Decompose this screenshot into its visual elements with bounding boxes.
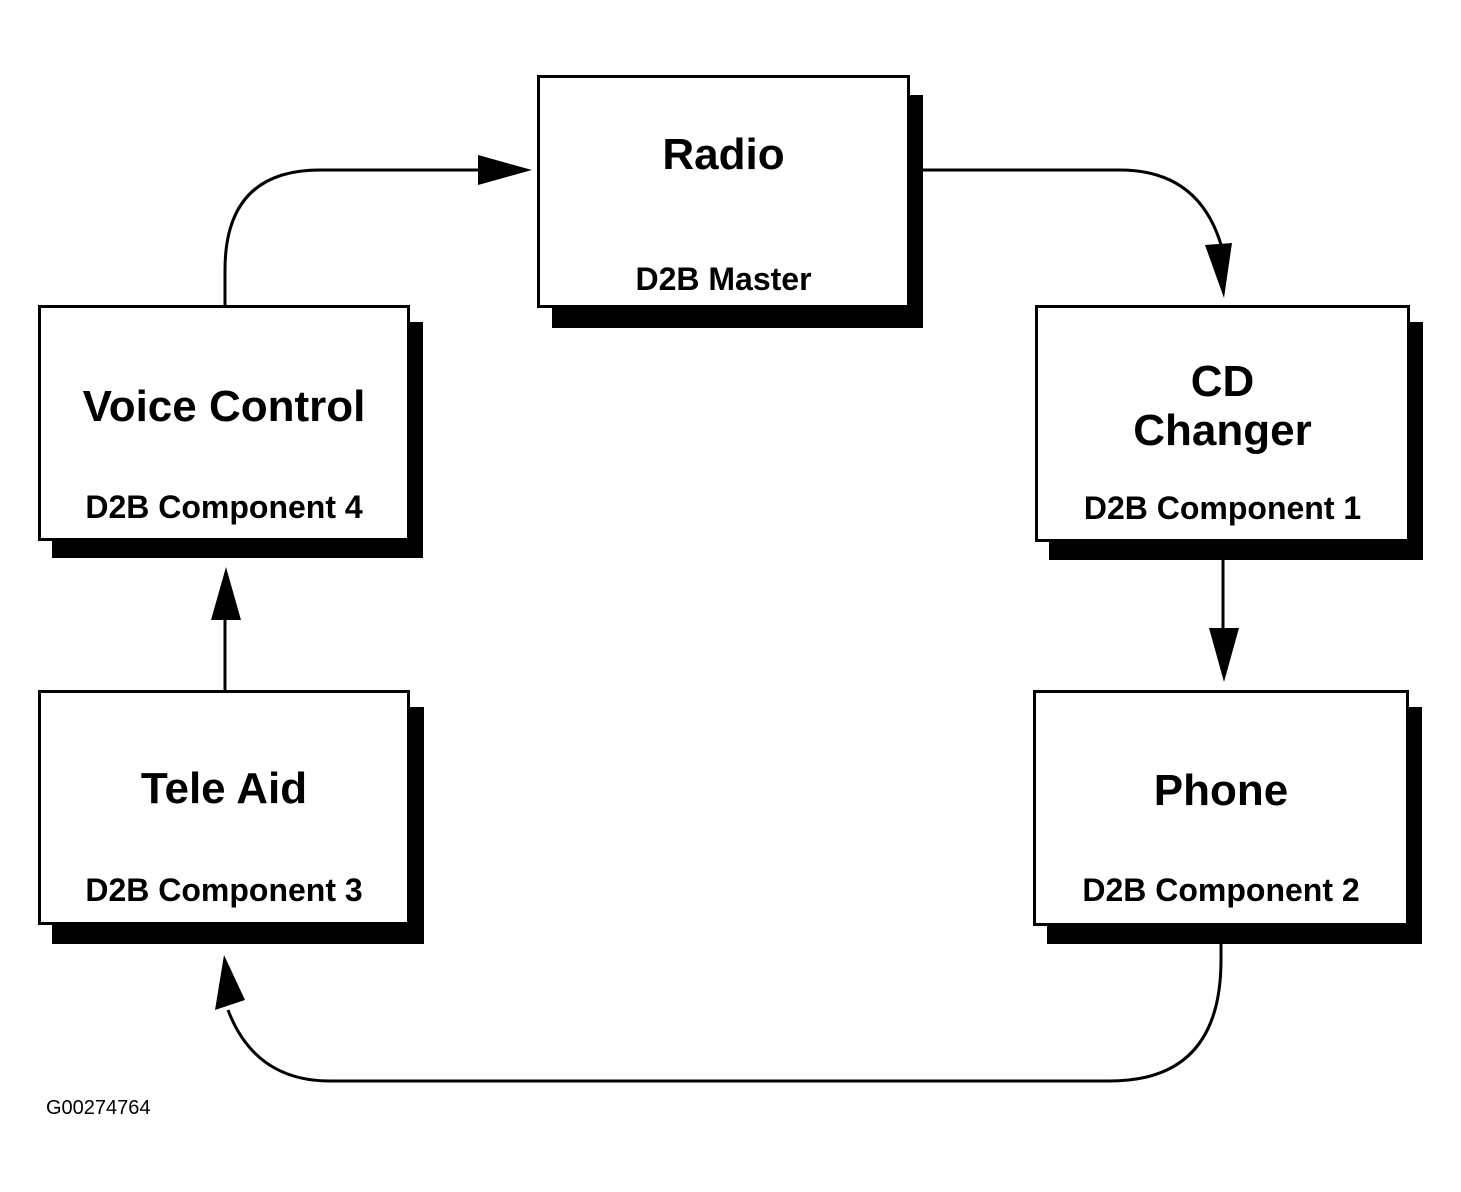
node-box: CD Changer D2B Component 1 <box>1035 305 1410 542</box>
edge-phone-to-tele-aid <box>226 944 1223 1083</box>
node-subtitle: D2B Component 2 <box>1082 872 1360 908</box>
node-title: Voice Control <box>82 382 366 431</box>
node-title: Radio <box>662 130 785 179</box>
edge-radio-to-cd-changer <box>923 168 1224 249</box>
node-title: Tele Aid <box>140 764 308 813</box>
node-title-line-1: CD <box>1190 357 1255 406</box>
arrowhead-tele-aid-to-voice-control <box>211 567 241 620</box>
edge-voice-control-to-radio <box>223 168 480 305</box>
arrowhead-phone-to-tele-aid <box>215 955 245 1010</box>
arrowhead-radio-to-cd-changer <box>1205 243 1232 298</box>
node-subtitle: D2B Component 4 <box>85 489 363 525</box>
node-title: Phone <box>1153 766 1289 815</box>
figure-id: G00274764 <box>46 1097 151 1119</box>
node-title-line-2: Changer <box>1133 406 1312 455</box>
node-box: Tele Aid D2B Component 3 <box>38 690 410 925</box>
node-subtitle: D2B Master <box>635 261 812 297</box>
arrowhead-voice-control-to-radio <box>478 155 532 185</box>
node-subtitle: D2B Component 3 <box>85 872 363 908</box>
node-box: Phone D2B Component 2 <box>1033 690 1409 926</box>
node-subtitle: D2B Component 1 <box>1083 490 1362 526</box>
arrowhead-cd-changer-to-phone <box>1209 628 1239 682</box>
node-box: Radio D2B Master <box>537 75 910 308</box>
node-box: Voice Control D2B Component 4 <box>38 305 410 541</box>
